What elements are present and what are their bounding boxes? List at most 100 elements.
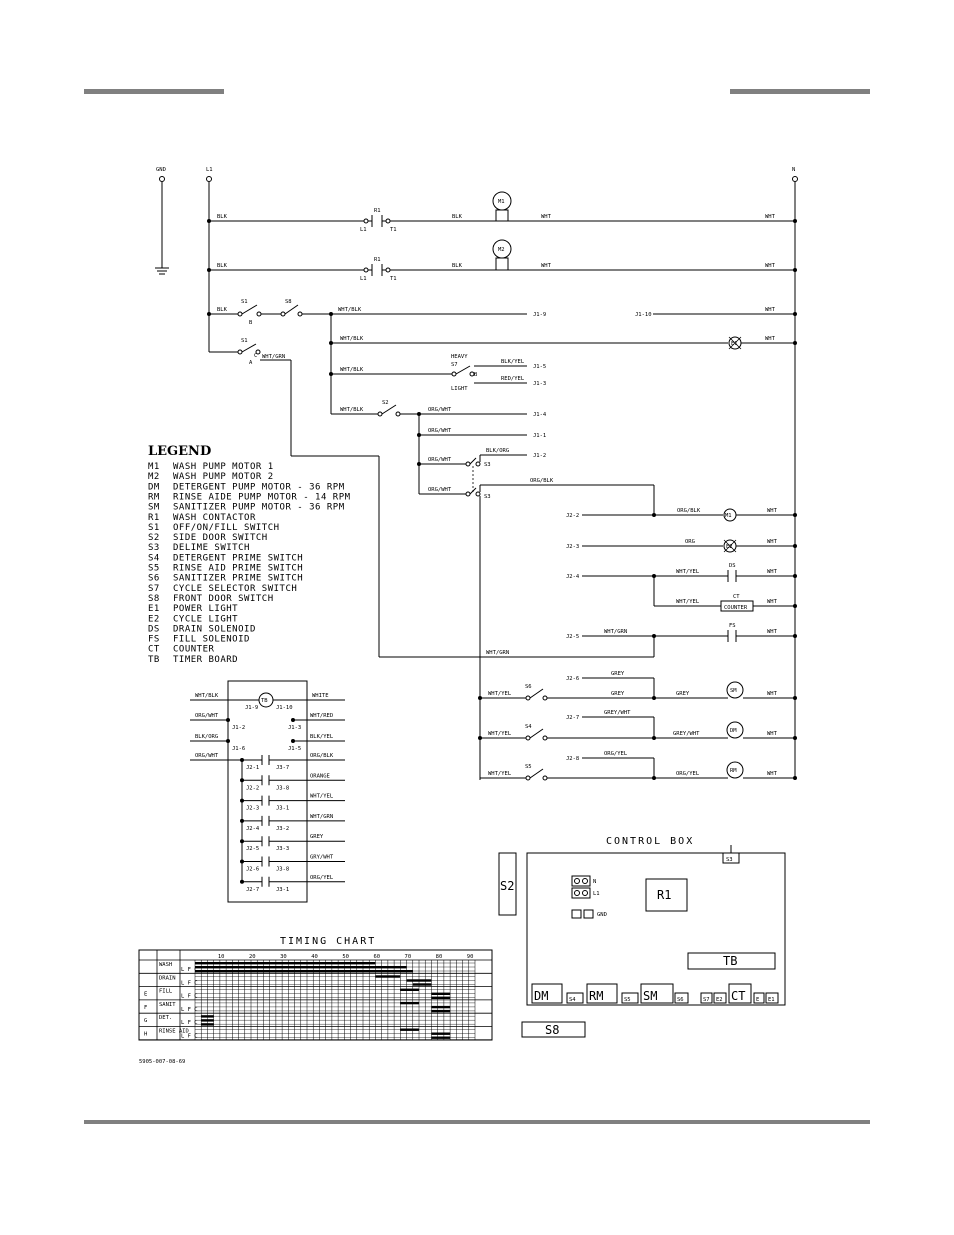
row-detergent-pump: J2-7 GREY/WHT WHT/YEL S4 GREY/WHT DM WHT (478, 710, 797, 741)
connector-label: J1-5 (533, 364, 546, 370)
wire-label: WHT/YEL (676, 569, 700, 575)
wire-label: WHT/GRN (262, 354, 285, 360)
connector-label: J3-1 (276, 887, 289, 893)
timing-row-letter: F (144, 1005, 147, 1011)
legend-description: SANITIZER PUMP MOTOR - 36 RPM (173, 503, 345, 513)
wire-label: WHT (541, 263, 552, 269)
legend-description: TIMER BOARD (173, 655, 238, 665)
cb-tb-label: TB (723, 954, 737, 968)
connector-label: J1-5 (288, 746, 301, 752)
terminal-c-label: C (254, 353, 257, 359)
timing-on-bar (431, 1005, 451, 1009)
legend-code: S7 (148, 584, 160, 594)
wire-label: WHT/BLK (340, 367, 364, 373)
connector-label: J1-3 (533, 381, 546, 387)
timing-row-name: DRAIN (159, 975, 176, 981)
timing-row-letter: H (144, 1032, 147, 1038)
s2-label: S2 (382, 400, 389, 406)
legend-description: WASH PUMP MOTOR 1 (173, 462, 274, 472)
timing-tick: 50 (342, 954, 349, 960)
timing-on-bar (195, 966, 407, 969)
cb-component-box (640, 983, 674, 1004)
wire-label: ORG/YEL (310, 875, 334, 881)
connector-label: J1-9 (245, 705, 258, 711)
light-label: LIGHT (451, 386, 468, 392)
legend-code: S6 (148, 574, 160, 584)
cb-component-label: S5 (624, 997, 631, 1003)
connector-label: J2-7 (566, 715, 579, 721)
timing-on-bar (195, 962, 376, 965)
cb-r1-label: R1 (657, 888, 671, 902)
row-switch-s1-fill: S1 C A WHT/GRN WHT/GRN (209, 338, 655, 658)
timing-row-letter: G (144, 1018, 147, 1024)
wire-label: GREY (611, 671, 625, 677)
timing-on-bar (201, 1015, 214, 1018)
motor-m2-icon: M2 (492, 239, 512, 271)
s1-label: S1 (241, 299, 248, 305)
cb-component-box (753, 992, 765, 1004)
timing-row-name: WASH (159, 962, 172, 968)
legend-description: RINSE AID PRIME SWITCH (173, 564, 303, 574)
wire-label: WHT/BLK (340, 407, 364, 413)
timing-row-sub: L F C (181, 994, 198, 1000)
motor-m1-icon: M1 (492, 191, 512, 222)
timing-row-sub: L F C (181, 980, 198, 986)
timing-on-bar (195, 970, 413, 973)
cb-s2-label: S2 (500, 879, 514, 893)
legend-code: SM (148, 503, 160, 513)
wire-label: GREY (676, 691, 690, 697)
wire-label: BLK/ORG (195, 734, 218, 740)
connector-label: J1-10 (276, 705, 293, 711)
wire-label: WHT/GRN (310, 814, 333, 820)
connector-label: J3-7 (276, 765, 289, 771)
legend-description: WASH PUMP MOTOR 2 (173, 472, 274, 482)
wire-label: RED/YEL (501, 376, 525, 382)
row-switch-s1-s8: BLK S1 B S8 WHT/BLK J1-9 J1-10 WHT (207, 299, 797, 326)
connector-label: J2-3 (246, 806, 259, 812)
wire-label: BLK/ORG (486, 448, 509, 454)
terminal-a-label: A (249, 360, 253, 366)
wire-label: ORG (685, 539, 695, 545)
wire-label: WHT/BLK (340, 336, 364, 342)
light-e2-icon: E2 (723, 539, 737, 553)
m2-label: M2 (498, 247, 505, 253)
heavy-label: HEAVY (451, 354, 468, 360)
timing-tick: 90 (467, 954, 474, 960)
wire-label: GREY (310, 834, 324, 840)
s3-label: S3 (484, 494, 491, 500)
ct-label: CT (733, 594, 740, 600)
sm-label: SM (730, 688, 737, 694)
cb-component-box (700, 992, 713, 1004)
cb-n-label: N (593, 879, 596, 885)
legend-description: RINSE AIDE PUMP MOTOR - 14 RPM (173, 492, 351, 502)
legend-description: FRONT DOOR SWITCH (173, 594, 274, 604)
timer-board: TB WHT/BLK WHITE J1-9 J1-10 ORG/WHT J1-2… (190, 680, 345, 903)
timing-row-name: RINSE AID (159, 1029, 189, 1035)
connector-label: J2-2 (246, 785, 259, 791)
cb-component-label: S7 (703, 997, 710, 1003)
ground-symbol (155, 267, 169, 275)
wire-label: GREY/WHT (604, 710, 631, 716)
wire-label: WHT (767, 569, 778, 575)
connector-label: J2-7 (246, 887, 259, 893)
legend-code: E2 (148, 614, 160, 624)
wire-label: WHT/YEL (310, 794, 334, 800)
connector-label: J2-8 (566, 756, 579, 762)
timing-on-bar (431, 992, 451, 995)
cb-component-label: DM (534, 989, 548, 1003)
n-rail-label: N (792, 167, 795, 173)
timing-on-bar (400, 1001, 419, 1005)
wire-label: ORG/BLK (530, 478, 554, 484)
wire-label: WHT/YEL (488, 691, 512, 697)
gnd-rail-label: GND (156, 167, 166, 173)
wire-label: WHT (765, 336, 776, 342)
cb-component-box (621, 992, 639, 1004)
row-rinse-aid-pump: J2-8 ORG/YEL WHT/YEL S5 ORG/YEL RM WHT (480, 751, 797, 781)
connector-label: J2-3 (566, 544, 579, 550)
cb-component-label: SM (643, 989, 657, 1003)
cb-s3-label: S3 (726, 857, 733, 863)
s5-label: S5 (525, 764, 532, 770)
tb-label: TB (261, 698, 268, 704)
timing-tick: 20 (249, 954, 256, 960)
